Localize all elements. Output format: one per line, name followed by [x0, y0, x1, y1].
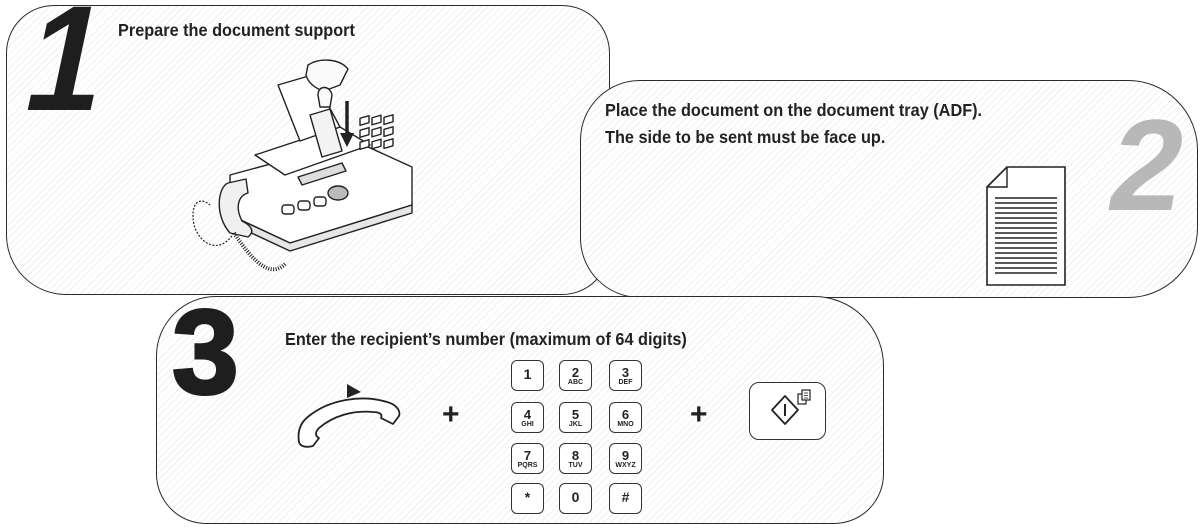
start-button[interactable] [749, 382, 826, 440]
plus-sign-2: + [690, 398, 708, 431]
start-button-icon [771, 389, 811, 425]
step-3-text: Enter the recipient’s number (maximum of… [285, 329, 687, 349]
handset-icon [297, 384, 401, 448]
step-1-text: Prepare the document support [118, 20, 355, 40]
step-3-number: 3 [171, 284, 241, 421]
document-icon [986, 166, 1066, 286]
fax-machine-illustration [192, 59, 413, 272]
key-1[interactable]: 1 [511, 360, 544, 391]
step-2-text-line1: Place the document on the document tray … [605, 100, 983, 120]
plus-sign-1: + [442, 398, 460, 431]
step-2-text-line2: The side to be sent must be face up. [605, 127, 886, 147]
key-0[interactable]: 0 [559, 483, 592, 514]
step-2-panel [580, 80, 1198, 298]
key-star[interactable]: * [511, 483, 544, 514]
key-hash[interactable]: # [609, 483, 642, 514]
